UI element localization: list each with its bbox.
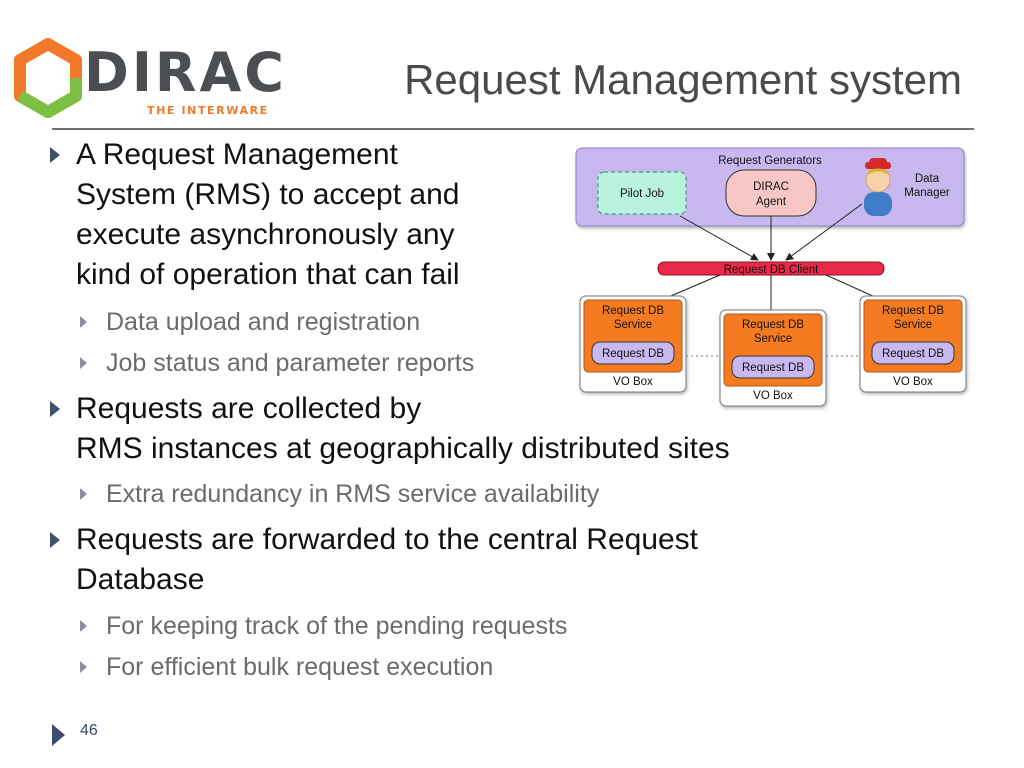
bullet-3-line-2: Database [76, 563, 205, 596]
bullet-1-line-2: System (RMS) to accept and [76, 178, 460, 211]
bullet-2-line-1: Requests are collected by [76, 392, 422, 425]
sub-bullet-3-1: For keeping track of the pending request… [106, 612, 568, 640]
request-db-client-label: Request DB Client [724, 264, 819, 276]
db-label-1: Request DB [602, 348, 664, 360]
vo-box-3: Request DB Service Request DB VO Box [859, 295, 967, 393]
bullet-marker-icon [50, 147, 60, 163]
sub-bullet-marker-icon [80, 620, 87, 632]
vo-box-2: Request DB Service Request DB VO Box [719, 309, 827, 407]
bullet-1-line-4: kind of operation that can fail [76, 258, 460, 291]
vobox-label-3: VO Box [893, 376, 933, 388]
dirac-agent-label-1: DIRAC [753, 181, 789, 193]
service-label-3a: Request DB [882, 305, 944, 317]
logo-tagline: THE INTERWARE [147, 104, 269, 117]
data-manager-person-icon [864, 158, 892, 216]
dirac-logo: DIRAC THE INTERWARE [12, 38, 284, 122]
bullet-marker-icon [50, 401, 60, 417]
service-label-1a: Request DB [602, 305, 664, 317]
vobox-label-1: VO Box [613, 376, 653, 388]
db-label-3: Request DB [882, 348, 944, 360]
pilot-job-box [597, 171, 687, 215]
bullet-2-line-2: RMS instances at geographically distribu… [76, 432, 730, 465]
page-number: 46 [80, 722, 98, 739]
sub-bullet-1-1: Data upload and registration [106, 308, 421, 336]
page-marker-icon [52, 724, 65, 746]
bullet-marker-icon [50, 532, 60, 548]
sub-bullet-2-1: Extra redundancy in RMS service availabi… [106, 480, 600, 508]
service-label-2b: Service [754, 333, 792, 345]
request-db-cylinder-1 [591, 341, 675, 365]
title-divider [52, 128, 974, 130]
slide-title: Request Management system [404, 56, 962, 103]
bullet-3-line-1: Requests are forwarded to the central Re… [76, 523, 699, 556]
request-generators-label: Request Generators [718, 155, 822, 167]
dirac-agent-label-2: Agent [756, 196, 787, 208]
rms-architecture-diagram: Request Generators Pilot Job DIRAC Agent… [575, 147, 967, 407]
vo-box-1: Request DB Service Request DB VO Box [579, 295, 687, 393]
sub-bullet-marker-icon [80, 316, 87, 328]
bullet-1-line-1: A Request Management [76, 138, 398, 171]
sub-bullet-marker-icon [80, 488, 87, 500]
arrow-pilot-to-client [679, 215, 759, 261]
request-db-cylinder-2 [731, 355, 815, 379]
sub-bullet-1-2: Job status and parameter reports [106, 349, 475, 377]
bullet-1-line-3: execute asynchronously any [76, 218, 455, 251]
data-manager-label-2: Manager [904, 187, 950, 199]
sub-bullet-3-2: For efficient bulk request execution [106, 653, 494, 681]
dirac-agent-box [725, 169, 817, 217]
hexagon-logo-icon [14, 38, 82, 118]
db-label-2: Request DB [742, 362, 804, 374]
service-label-3b: Service [894, 319, 932, 331]
pilot-job-label: Pilot Job [620, 188, 664, 200]
vobox-label-2: VO Box [753, 390, 793, 402]
service-label-2a: Request DB [742, 319, 804, 331]
logo-wordmark: DIRAC [84, 41, 287, 104]
sub-bullet-marker-icon [80, 357, 87, 369]
request-db-cylinder-3 [871, 341, 955, 365]
data-manager-label-1: Data [915, 173, 940, 185]
sub-bullet-marker-icon [80, 661, 87, 673]
arrow-manager-to-client [785, 203, 863, 261]
service-label-1b: Service [614, 319, 652, 331]
